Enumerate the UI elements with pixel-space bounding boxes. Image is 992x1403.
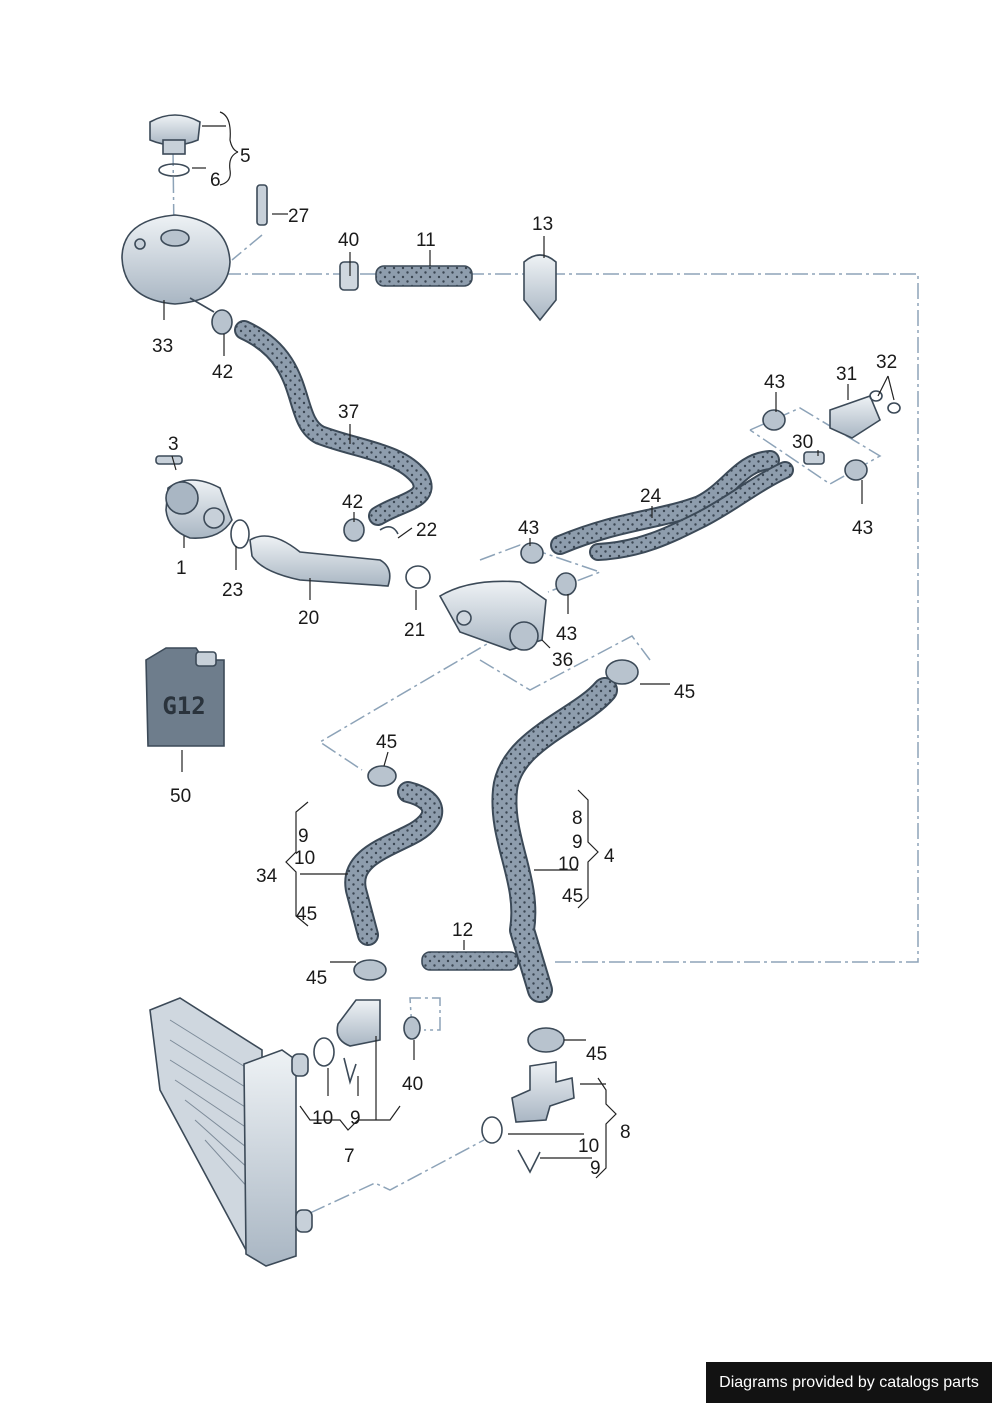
callout-20: 20	[298, 608, 319, 629]
callout-11: 11	[416, 230, 436, 251]
callout-50: 50	[170, 786, 191, 807]
hose-37	[234, 320, 433, 526]
water-pump	[155, 455, 431, 589]
canister-label: G12	[162, 692, 205, 720]
callout-40: 40	[402, 1074, 423, 1095]
callout-40: 40	[338, 230, 359, 251]
elbow-connector-7	[313, 999, 381, 1085]
callout-8: 8	[572, 808, 583, 829]
callout-10: 10	[294, 848, 315, 869]
callout-45: 45	[376, 732, 397, 753]
hose-34	[344, 781, 444, 946]
callout-45: 45	[674, 682, 695, 703]
callout-23: 23	[222, 580, 243, 601]
callout-43: 43	[764, 372, 785, 393]
leader-lines	[163, 111, 895, 1179]
callout-42: 42	[342, 492, 363, 513]
callout-33: 33	[152, 336, 173, 357]
callout-22: 22	[416, 520, 437, 541]
radiator	[149, 997, 313, 1267]
footer-credit: Diagrams provided by catalogs parts	[706, 1362, 992, 1403]
callout-27: 27	[288, 206, 309, 227]
callout-21: 21	[404, 620, 425, 641]
hose-11	[339, 254, 557, 322]
callout-12: 12	[452, 920, 473, 941]
callout-43: 43	[852, 518, 873, 539]
callout-45: 45	[296, 904, 317, 925]
callout-6: 6	[210, 170, 221, 191]
callout-10: 10	[312, 1108, 333, 1129]
callout-9: 9	[298, 826, 309, 847]
thermostat-housing	[438, 580, 547, 651]
callout-36: 36	[552, 650, 573, 671]
callout-24: 24	[640, 486, 662, 507]
callout-37: 37	[338, 402, 359, 423]
callout-10: 10	[578, 1136, 599, 1157]
callout-10: 10	[558, 854, 579, 875]
coolant-canister: G12	[145, 647, 225, 747]
callout-7: 7	[344, 1146, 355, 1167]
hose-24	[550, 450, 794, 561]
callout-45: 45	[306, 968, 327, 989]
callout-8: 8	[620, 1122, 631, 1143]
callout-3: 3	[168, 434, 179, 455]
callout-4: 4	[604, 846, 615, 867]
callout-1: 1	[176, 558, 187, 579]
callout-30: 30	[792, 432, 813, 453]
t-connector-8	[481, 1061, 575, 1174]
callout-31: 31	[836, 364, 857, 385]
callout-9: 9	[572, 832, 583, 853]
callout-43: 43	[518, 518, 539, 539]
callout-9: 9	[590, 1158, 601, 1179]
callout-34: 34	[256, 866, 278, 887]
expansion-tank	[121, 114, 268, 313]
hose-12	[421, 951, 519, 971]
callout-45: 45	[586, 1044, 607, 1065]
callout-45: 45	[562, 886, 583, 907]
callout-32: 32	[876, 352, 897, 373]
callout-5: 5	[240, 146, 251, 167]
callout-9: 9	[350, 1108, 361, 1129]
callout-43: 43	[556, 624, 577, 645]
callout-labels: 5 6 27 33 42 40 11 13 37 3 1 23 20 42 22…	[152, 146, 897, 1179]
hose-4	[491, 677, 618, 1003]
hose-clamps	[211, 309, 868, 1053]
connector-31	[803, 390, 901, 465]
callout-13: 13	[532, 214, 553, 235]
callout-42: 42	[212, 362, 233, 383]
